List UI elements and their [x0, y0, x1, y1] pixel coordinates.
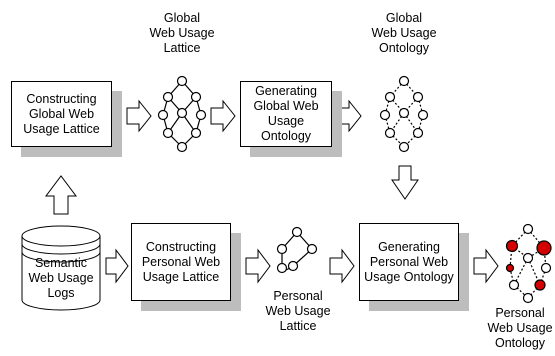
label-line: Personal — [273, 289, 323, 303]
box-line: Global Web — [253, 99, 319, 113]
personal-ontology-label: Personal Web Usage Ontology — [485, 306, 555, 351]
global-ontology-label: Global Web Usage Ontology — [354, 11, 454, 56]
label-line: Global — [163, 11, 201, 25]
personal-lattice-label: Personal Web Usage Lattice — [248, 289, 348, 334]
label-line: Web Usage — [487, 321, 553, 335]
constructing-personal-lattice-box: Constructing Personal Web Usage Lattice — [131, 223, 231, 301]
database-line: Semantic — [34, 256, 88, 270]
personal-lattice-graph — [276, 226, 318, 274]
box-line: Usage Ontology — [364, 269, 454, 284]
arrow-global-ontology-down — [391, 165, 419, 200]
box-line: Personal Web — [141, 254, 221, 269]
personal-ontology-graph — [505, 223, 552, 304]
database-line: Logs — [47, 286, 75, 300]
label-line: Ontology — [378, 41, 430, 55]
box-line: Personal Web — [369, 254, 449, 269]
database-label: Semantic Web Usage Logs — [22, 256, 100, 301]
arrow-db-to-constructing-personal — [105, 248, 129, 284]
box-line: Usage Lattice — [23, 121, 100, 136]
constructing-global-lattice-box: Constructing Global Web Usage Lattice — [11, 81, 112, 147]
box-line: Generating — [378, 239, 440, 254]
generating-global-ontology-box: Generating Global Web Usage Ontology — [240, 81, 332, 147]
box-line: Usage Ontology — [260, 114, 312, 143]
arrow-to-personal-ontology — [473, 248, 499, 284]
generating-personal-ontology-box: Generating Personal Web Usage Ontology — [359, 223, 459, 301]
arrow-to-global-lattice — [126, 99, 152, 133]
box-line: Global Web — [28, 106, 95, 121]
label-line: Ontology — [494, 336, 546, 350]
label-line: Web Usage — [149, 26, 215, 40]
arrow-to-global-ontology — [336, 99, 362, 133]
database-line: Web Usage — [28, 271, 94, 285]
label-line: Personal — [495, 306, 545, 320]
semantic-logs-database-icon — [21, 225, 101, 311]
global-lattice-label: Global Web Usage Lattice — [132, 11, 232, 56]
arrow-to-personal-lattice — [245, 248, 271, 284]
box-line: Generating — [255, 84, 317, 98]
box-line: Constructing — [145, 239, 217, 254]
label-line: Web Usage — [265, 304, 331, 318]
global-ontology-graph — [379, 75, 429, 153]
box-line: Usage Lattice — [142, 269, 220, 284]
label-line: Global — [385, 11, 423, 25]
arrow-db-to-constructing-global — [45, 175, 77, 215]
label-line: Lattice — [163, 41, 201, 55]
box-line: Constructing — [26, 91, 97, 106]
arrow-to-generating-personal — [329, 248, 355, 284]
label-line: Web Usage — [371, 26, 437, 40]
label-line: Lattice — [279, 319, 317, 333]
arrow-to-generating-global — [210, 99, 236, 133]
global-lattice-graph — [157, 75, 207, 153]
